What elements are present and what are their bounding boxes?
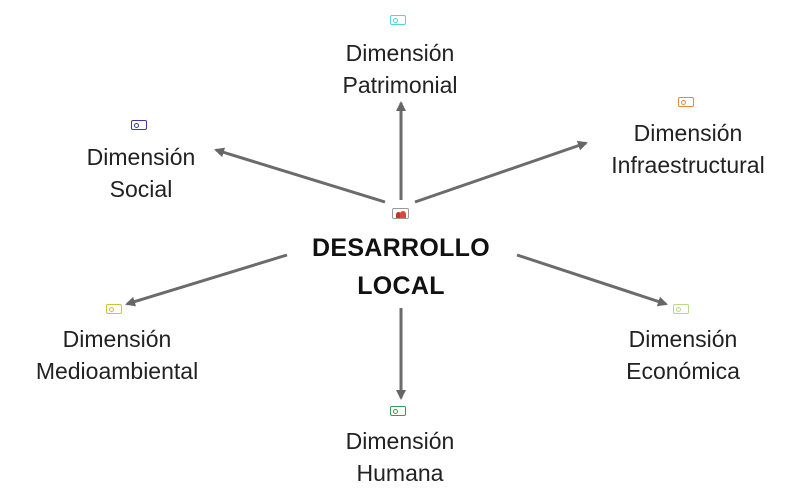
arrow-to-medioambiental bbox=[125, 253, 288, 307]
node-humana[interactable]: Dimensión Humana bbox=[346, 425, 455, 489]
node-patrimonial-line1: Dimensión bbox=[345, 40, 455, 66]
group-icon bbox=[392, 208, 409, 219]
node-humana-line1: Dimensión bbox=[345, 428, 455, 454]
node-patrimonial[interactable]: Dimensión Patrimonial bbox=[342, 37, 457, 101]
node-infraestructural-line2: Infraestructural bbox=[611, 152, 765, 178]
node-social-line2: Social bbox=[109, 176, 173, 202]
tag-icon bbox=[673, 304, 689, 314]
node-patrimonial-line2: Patrimonial bbox=[342, 72, 458, 98]
tag-icon bbox=[678, 97, 694, 107]
node-humana-line2: Humana bbox=[356, 460, 444, 486]
node-economica-line2: Económica bbox=[626, 358, 740, 384]
center-node-line2: LOCAL bbox=[357, 272, 445, 300]
node-economica-line1: Dimensión bbox=[628, 326, 738, 352]
node-infraestructural[interactable]: Dimensión Infraestructural bbox=[611, 117, 764, 181]
arrow-to-infraestructural bbox=[414, 140, 588, 204]
tag-icon bbox=[131, 120, 147, 130]
tag-icon bbox=[390, 406, 406, 416]
node-medioambiental[interactable]: Dimensión Medioambiental bbox=[36, 323, 198, 387]
tag-icon bbox=[106, 304, 122, 314]
center-node-line1: DESARROLLO bbox=[312, 234, 490, 262]
node-medioambiental-line2: Medioambiental bbox=[35, 358, 199, 384]
node-economica[interactable]: Dimensión Económica bbox=[626, 323, 740, 387]
arrow-to-social bbox=[214, 147, 386, 204]
arrow-to-economica bbox=[516, 253, 668, 307]
node-medioambiental-line1: Dimensión bbox=[62, 326, 172, 352]
node-social[interactable]: Dimensión Social bbox=[87, 141, 196, 205]
center-node[interactable]: DESARROLLO LOCAL bbox=[312, 229, 490, 305]
node-infraestructural-line1: Dimensión bbox=[633, 120, 743, 146]
tag-icon bbox=[390, 15, 406, 25]
node-social-line1: Dimensión bbox=[86, 144, 196, 170]
